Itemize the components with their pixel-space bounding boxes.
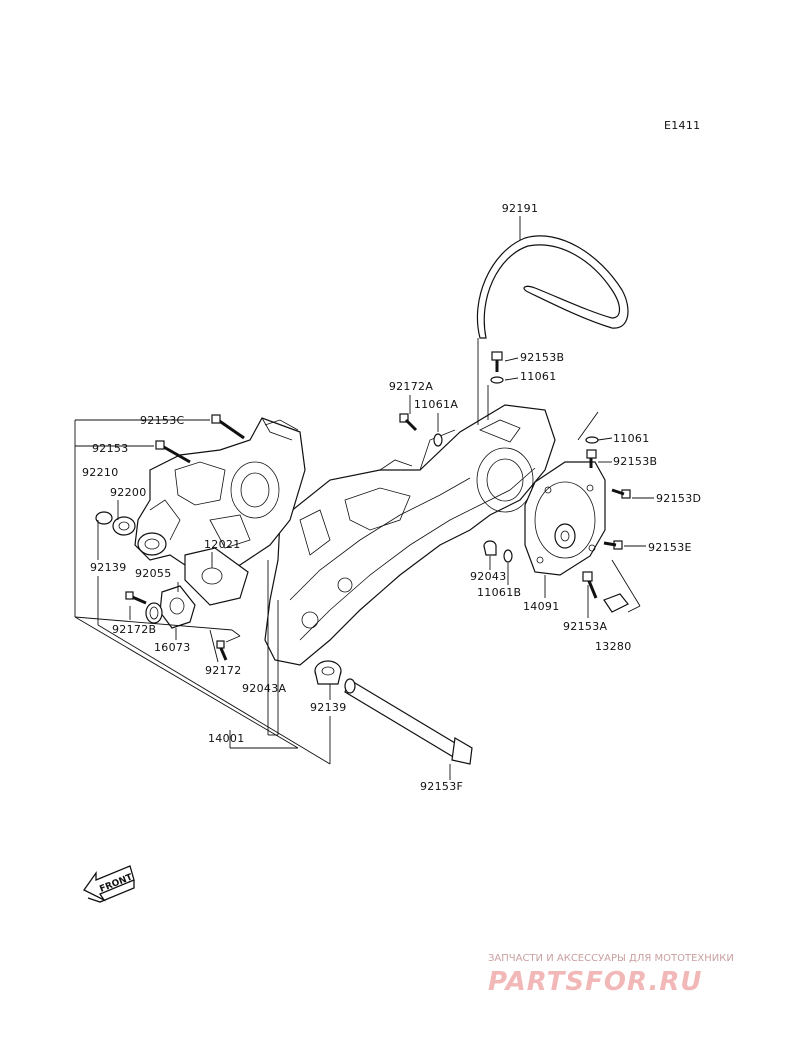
part-16073-cover [159,585,196,629]
part-label-92153f: 92153F [420,780,463,793]
part-label-92139: 92139 [310,701,347,714]
part-label-14001: 14001 [208,732,245,745]
part-label-92055: 92055 [135,567,172,580]
leader-lines [74,338,654,780]
part-label-14091: 14091 [523,600,560,613]
part-label-11061a: 11061A [414,398,458,411]
bolt-92153f [344,678,473,765]
part-11061b [503,549,513,563]
part-label-92191: 92191 [502,202,539,215]
part-13280 [603,593,629,613]
part-label-11061: 11061 [520,370,557,383]
part-label-12021: 12021 [204,538,241,551]
bolt-92153b-right [586,449,597,468]
part-label-92153d: 92153D [656,492,701,505]
part-label-92210: 92210 [82,466,119,479]
watermark-logo: PARTSFOR.RU [488,967,702,997]
bolt-92172 [216,640,228,661]
part-label-92043a: 92043A [242,682,286,695]
part-label-11061b: 11061B [477,586,521,599]
part-label-92172: 92172 [205,664,242,677]
bolt-92153c [211,414,245,440]
drive-belt [476,235,629,339]
part-92139-bearing [314,660,342,685]
part-92200-bushing [95,511,136,536]
part-label-92172a: 92172A [389,380,433,393]
washer-11061-top [490,376,504,384]
part-label-92153c: 92153C [140,414,184,427]
part-92055-gasket [145,602,163,624]
bolt-92153a [582,571,598,599]
bolt-92172a [399,413,418,432]
part-label-92200: 92200 [110,486,147,499]
bolt-92153d [611,488,631,499]
bolt-92153 [155,440,191,464]
part-label-11061: 11061 [613,432,650,445]
crankcase-main [264,404,556,666]
washer-11061a [433,433,443,447]
watermark-tagline: ЗАПЧАСТИ И АКСЕССУАРЫ ДЛЯ МОТОТЕХНИКИ [488,953,734,964]
crankcase-left [134,417,306,576]
part-14091-cover [524,461,606,576]
dowel-92043 [483,540,497,556]
part-label-92172b: 92172B [112,623,156,636]
part-labels: 92191 92153B 11061 92172A 11061A 11061 92153B 9… [82,202,701,793]
part-label-16073: 16073 [154,641,191,654]
bolt-92153e [603,540,623,550]
part-label-13280: 13280 [595,640,632,653]
bolt-92172b [125,591,147,605]
part-label-92153: 92153 [92,442,129,455]
diagram-code: E1411 [664,119,700,132]
part-label-92153e: 92153E [648,541,692,554]
part-label-92153b: 92153B [613,455,657,468]
washer-11061-right [585,436,599,444]
part-label-92043: 92043 [470,570,507,583]
front-arrow-icon: FRONT [83,865,135,903]
part-label-92153b: 92153B [520,351,564,364]
part-label-92153a: 92153A [563,620,607,633]
part-label-92139: 92139 [90,561,127,574]
bolt-92153b-top [491,351,503,372]
